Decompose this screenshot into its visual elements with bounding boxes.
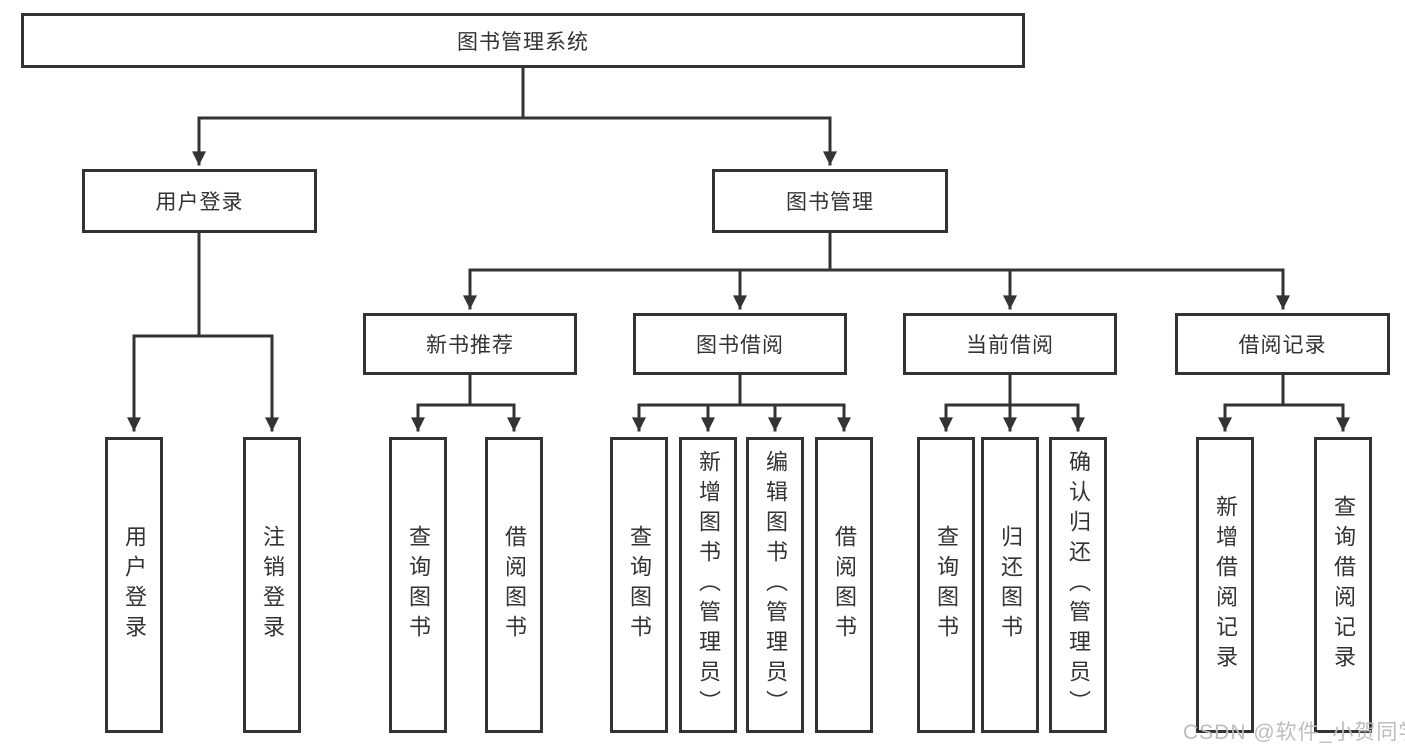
node-user-login-group: 用户登录 xyxy=(82,169,317,233)
leaf-return-books: 归还图书 xyxy=(981,437,1039,733)
leaf-query-borrow-record: 查询借阅记录 xyxy=(1314,437,1372,733)
csdn-watermark: CSDN @软件_小贺同学 xyxy=(1183,721,1405,744)
leaf-confirm-return-admin: 确认归还（管理员） xyxy=(1049,437,1107,733)
node-root-system: 图书管理系统 xyxy=(21,13,1025,68)
node-book-management: 图书管理 xyxy=(712,169,948,233)
leaf-query-books-recommend: 查询图书 xyxy=(389,437,447,733)
leaf-add-books-admin: 新增图书（管理员） xyxy=(679,437,737,733)
node-new-book-recommend: 新书推荐 xyxy=(363,313,577,375)
leaf-logout: 注销登录 xyxy=(243,437,301,733)
leaf-borrow-books-recommend: 借阅图书 xyxy=(485,437,543,733)
node-book-borrow: 图书借阅 xyxy=(633,313,847,375)
node-current-borrow: 当前借阅 xyxy=(903,313,1117,375)
leaf-edit-books-admin: 编辑图书（管理员） xyxy=(746,437,804,733)
leaf-borrow-books: 借阅图书 xyxy=(815,437,873,733)
leaf-query-books-current: 查询图书 xyxy=(917,437,975,733)
leaf-add-borrow-record: 新增借阅记录 xyxy=(1196,437,1254,733)
node-borrow-records: 借阅记录 xyxy=(1175,313,1390,375)
leaf-query-books-borrow: 查询图书 xyxy=(610,437,668,733)
leaf-user-login: 用户登录 xyxy=(105,437,163,733)
